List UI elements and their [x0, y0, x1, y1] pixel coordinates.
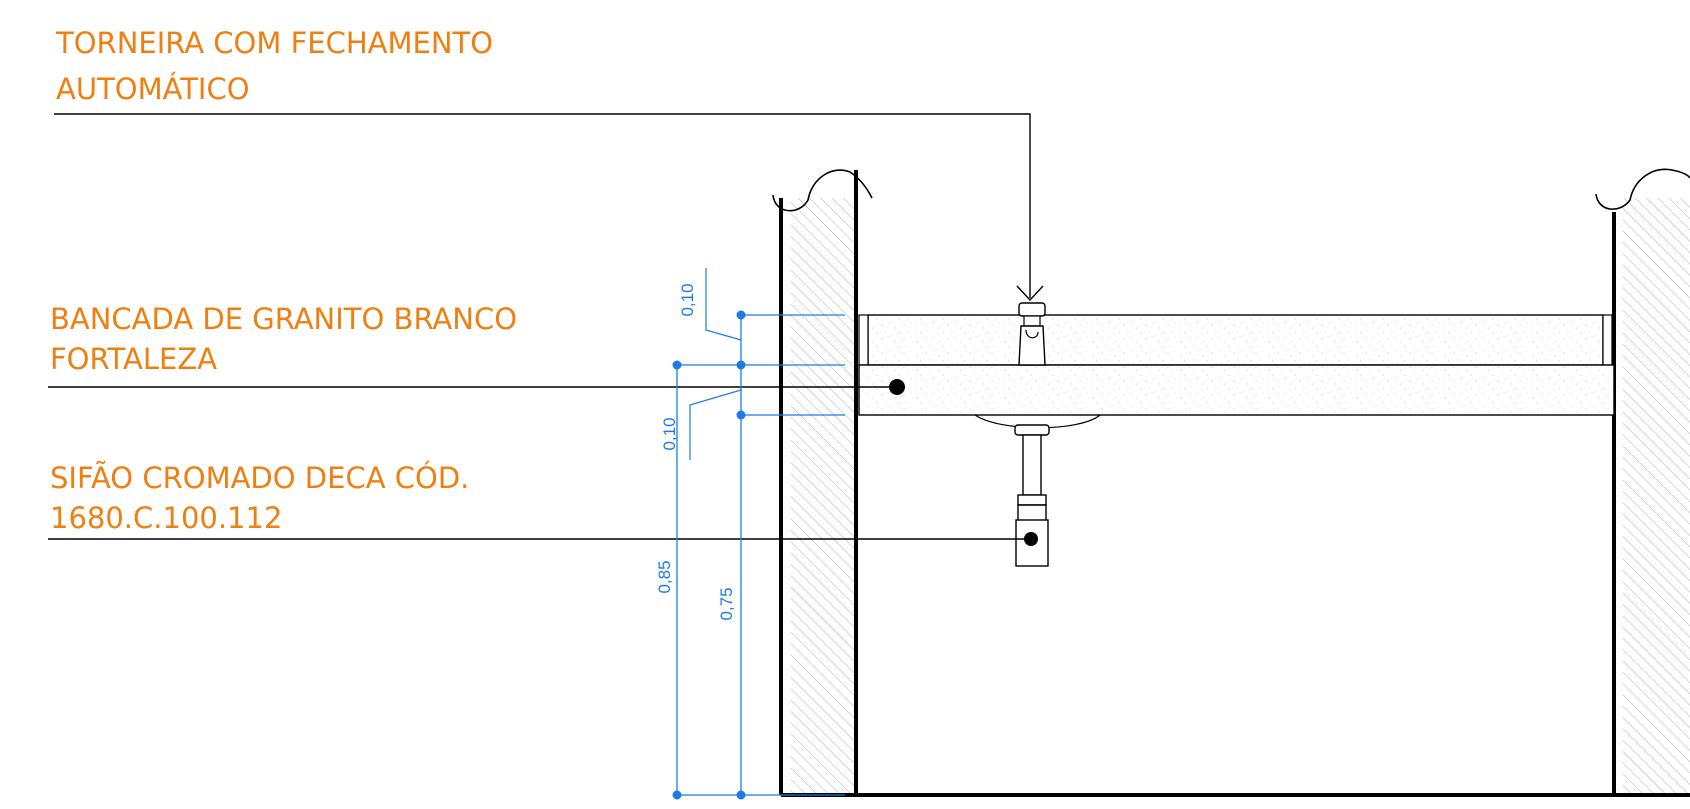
faucet-leader-arrow — [1016, 285, 1044, 302]
siphon-drain-flange — [1014, 424, 1050, 436]
faucet-body — [1018, 325, 1046, 366]
siphon-label-line1: SIFÃO CROMADO DECA CÓD. — [50, 461, 469, 495]
siphon-label-line2: 1680.C.100.112 — [50, 501, 282, 535]
dim-text-top-thickness: 0,10 — [678, 283, 697, 316]
dim-hook-top — [705, 268, 742, 341]
faucet-label-line2: AUTOMÁTICO — [56, 72, 250, 106]
dim-text-underside-height: 0,75 — [717, 587, 736, 620]
dimensions — [672, 268, 845, 800]
siphon-nut — [1017, 494, 1047, 506]
left-wall-hatch — [791, 198, 855, 793]
siphon-leader-dot — [1024, 532, 1038, 546]
faucet-leader-line — [54, 113, 1031, 298]
dim-dot-1 — [736, 310, 746, 320]
countertop-label-line1: BANCADA DE GRANITO BRANCO — [50, 302, 517, 336]
siphon-leader — [48, 532, 1038, 546]
right-wall — [1595, 168, 1690, 795]
faucet-spout — [1025, 329, 1039, 339]
backsplash-left-end — [858, 314, 869, 366]
left-wall-break-symbol — [772, 169, 873, 212]
faucet-label-line1: TORNEIRA COM FECHAMENTO — [55, 26, 493, 60]
countertop-label-line2: FORTALEZA — [50, 342, 217, 376]
counter-slab — [858, 364, 1615, 416]
countertop-leader-dot — [889, 379, 905, 395]
right-wall-hatch — [1623, 198, 1690, 793]
dim-dot-3 — [672, 360, 682, 370]
faucet-head — [1018, 302, 1046, 317]
backsplash-right-end — [1602, 314, 1613, 366]
granite-countertop — [858, 314, 1615, 416]
left-wall — [772, 169, 873, 795]
dim-dot-2 — [736, 360, 746, 370]
siphon-tailpiece — [1022, 434, 1042, 496]
dim-dot-4 — [736, 410, 746, 420]
right-wall-break-symbol — [1595, 168, 1690, 210]
dim-dot-6 — [736, 790, 746, 800]
dim-text-counter-height: 0,85 — [655, 560, 674, 593]
faucet-neck — [1023, 315, 1041, 327]
countertop-leader — [48, 379, 905, 395]
faucet-leader — [54, 113, 1044, 302]
dim-text-apron-height: 0,10 — [660, 417, 679, 450]
chrome-siphon — [1014, 424, 1050, 567]
automatic-faucet — [1018, 302, 1046, 366]
dim-dot-5 — [672, 790, 682, 800]
dim-hook-apron — [689, 389, 742, 460]
backsplash — [867, 314, 1604, 366]
